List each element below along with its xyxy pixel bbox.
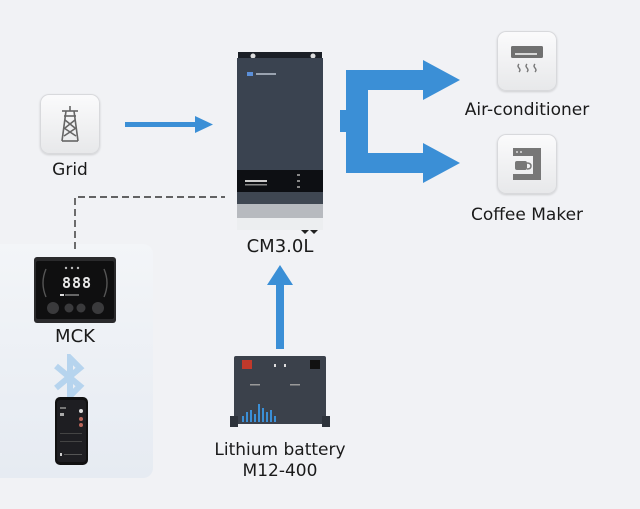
coffee-maker-icon (513, 148, 541, 180)
smartphone-icon (55, 397, 88, 465)
battery-to-inverter-arrow (267, 265, 293, 349)
smartphone[interactable] (55, 397, 88, 465)
battery-label-line1: Lithium battery (214, 440, 346, 460)
grid-tile[interactable] (40, 94, 100, 154)
coffee-maker-label: Coffee Maker (470, 205, 584, 225)
air-conditioner-tile[interactable] (497, 31, 557, 91)
grid-to-inverter-arrow (125, 116, 213, 133)
communication-dashed-line (74, 196, 225, 249)
mck-controller[interactable]: 888 (34, 257, 116, 323)
mck-display-readout: 888 (62, 274, 93, 292)
air-conditioner-icon (511, 46, 543, 73)
mck-label: MCK (55, 326, 95, 347)
transmission-tower-icon (61, 106, 79, 142)
air-conditioner-label: Air-conditioner (464, 100, 590, 120)
grid-label: Grid (52, 160, 88, 180)
inverter-to-loads-arrow (340, 60, 460, 183)
inverter-cm3-0l[interactable] (235, 52, 325, 234)
inverter-label: CM3.0L (246, 236, 314, 257)
bluetooth-icon (54, 354, 85, 400)
coffee-maker-tile[interactable] (497, 134, 557, 194)
lithium-battery-m12-400[interactable] (230, 354, 330, 429)
battery-label-line2: M12-400 (242, 461, 318, 481)
